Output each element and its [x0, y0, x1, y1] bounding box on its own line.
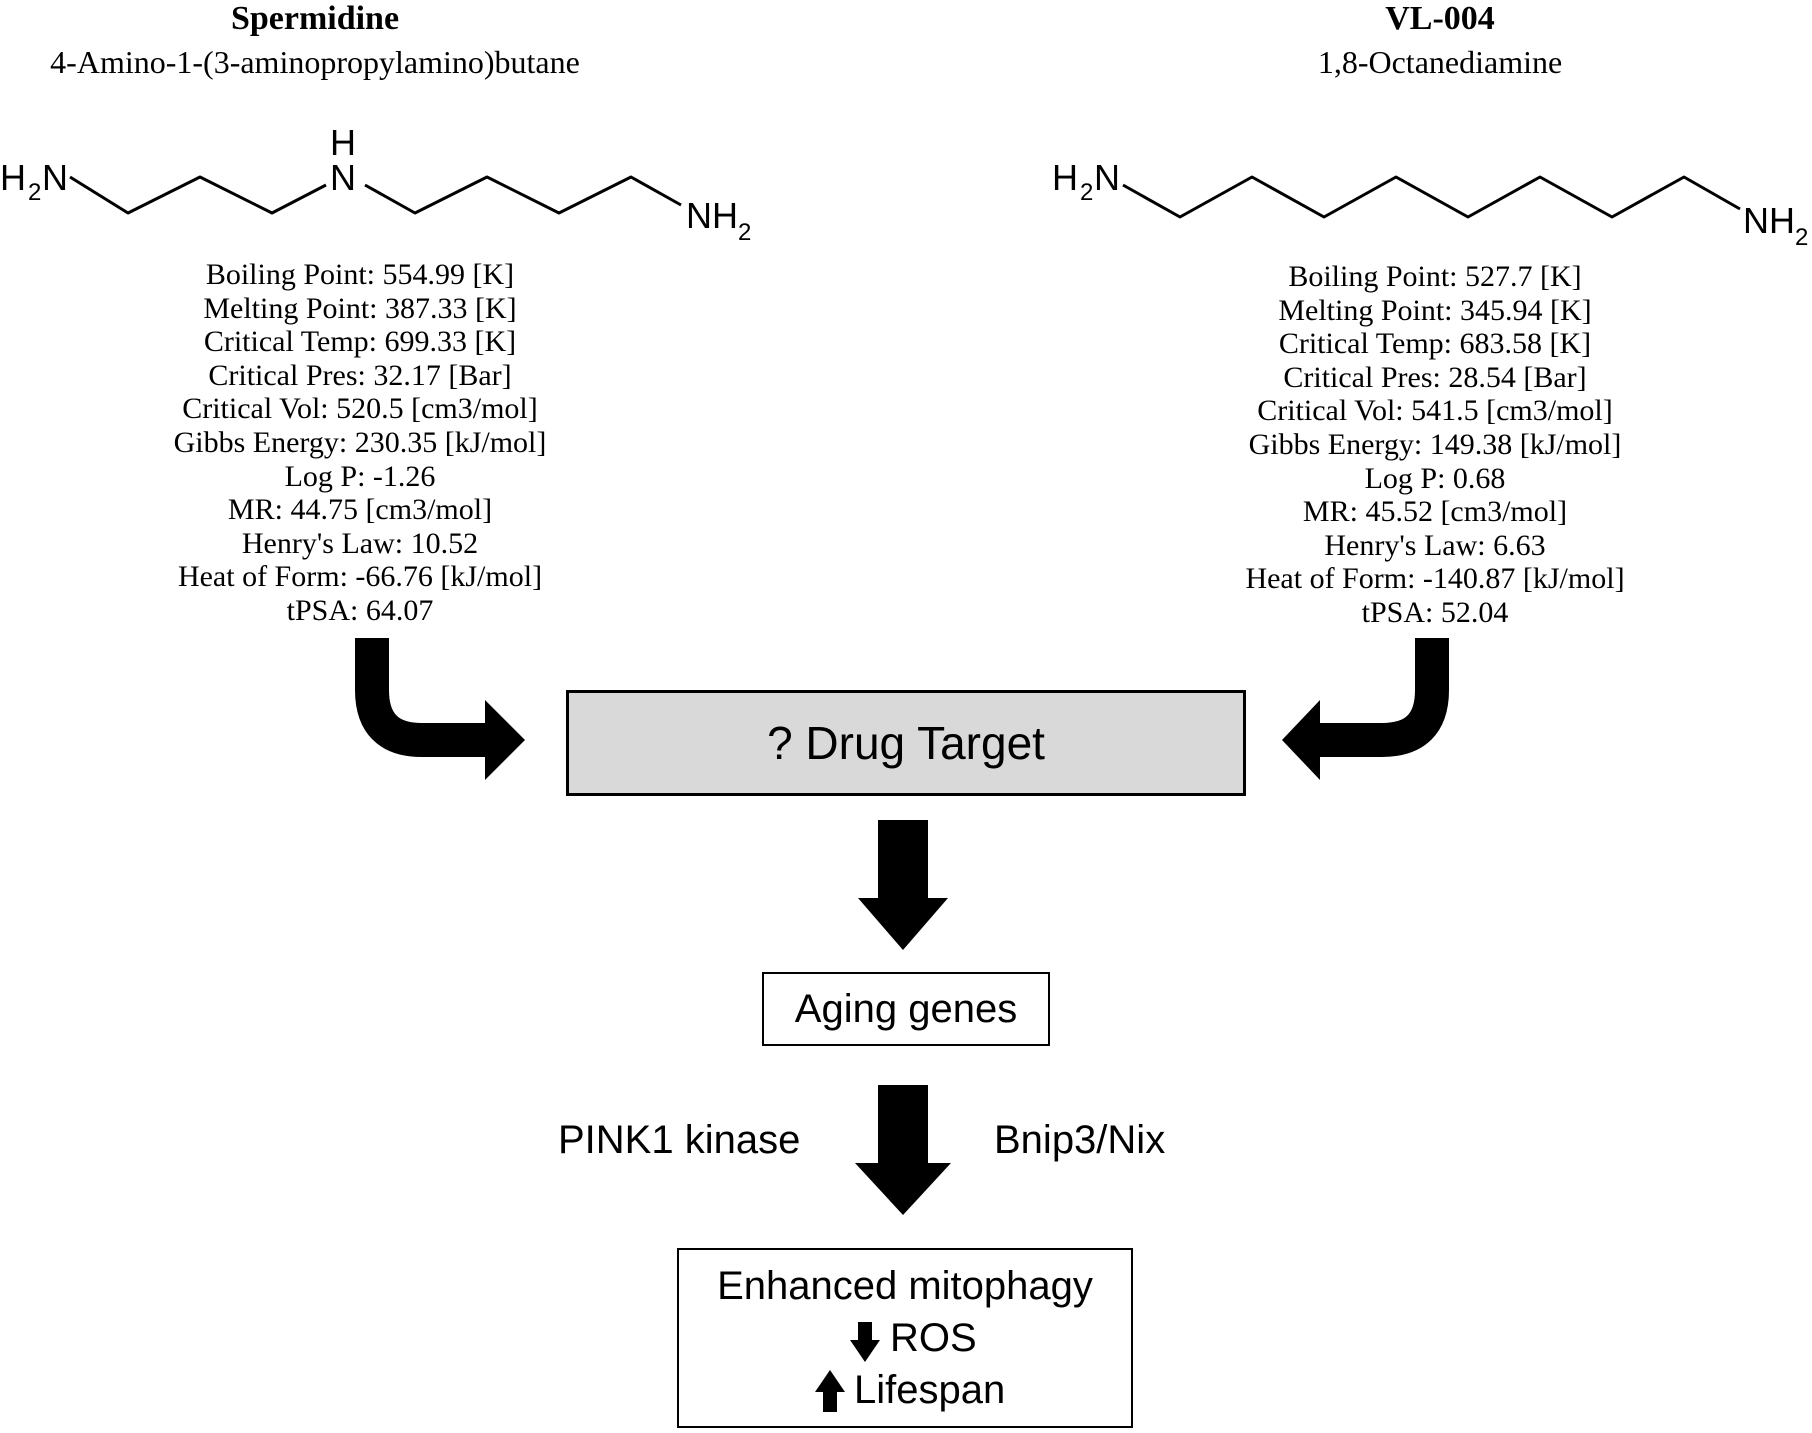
- spermidine-properties: Boiling Point: 554.99 [K] Melting Point:…: [130, 258, 590, 628]
- vl004-nh2: NH: [1743, 200, 1795, 241]
- property-line: Log P: 0.68: [1364, 461, 1506, 495]
- property-line: Critical Vol: 541.5 [cm3/mol]: [1257, 394, 1613, 428]
- property-line: Critical Pres: 32.17 [Bar]: [208, 358, 512, 392]
- spermidine-nh2: NH: [686, 195, 738, 236]
- left-curved-arrow: [355, 638, 525, 780]
- drug-target-box: ? Drug Target: [566, 690, 1246, 796]
- property-line: tPSA: 52.04: [1361, 595, 1509, 629]
- aging-genes-label: Aging genes: [794, 986, 1018, 1031]
- property-line: MR: 44.75 [cm3/mol]: [227, 493, 493, 527]
- property-line: Henry's Law: 10.52: [241, 526, 479, 560]
- property-line: Critical Temp: 699.33 [K]: [203, 325, 517, 359]
- spermidine-h2n-h: H: [0, 157, 26, 198]
- down-arrow-1: [858, 820, 948, 950]
- property-line: Heat of Form: -66.76 [kJ/mol]: [177, 560, 543, 594]
- spermidine-h2n-n: N: [42, 157, 68, 198]
- spermidine-title: Spermidine: [230, 0, 400, 37]
- outcome-box: Enhanced mitophagy ROS Lifespan: [677, 1248, 1133, 1428]
- spermidine-h2n-sub: 2: [28, 179, 41, 206]
- spermidine-iupac-name: 4-Amino-1-(3-aminopropylamino)butane: [50, 44, 580, 80]
- up-arrow-small-icon: [815, 1370, 845, 1412]
- property-line: Log P: -1.26: [284, 459, 436, 493]
- property-line: Critical Vol: 520.5 [cm3/mol]: [182, 392, 538, 426]
- property-line: Critical Pres: 28.54 [Bar]: [1283, 360, 1587, 394]
- vl004-h2n-n: N: [1094, 157, 1120, 198]
- property-line: Melting Point: 387.33 [K]: [203, 291, 517, 325]
- vl004-h2n-h: H: [1052, 157, 1078, 198]
- vl004-h2n-sub: 2: [1080, 179, 1093, 206]
- vl004-properties: Boiling Point: 527.7 [K] Melting Point: …: [1200, 260, 1670, 630]
- property-line: MR: 45.52 [cm3/mol]: [1302, 495, 1568, 529]
- property-line: Boiling Point: 527.7 [K]: [1288, 260, 1582, 293]
- aging-genes-box: Aging genes: [762, 972, 1050, 1046]
- spermidine-nh-h: H: [330, 122, 356, 163]
- spermidine-nh2-sub: 2: [738, 219, 751, 246]
- drug-target-label: ? Drug Target: [767, 717, 1045, 769]
- vl004-title: VL-004: [1385, 0, 1495, 37]
- property-line: Heat of Form: -140.87 [kJ/mol]: [1245, 562, 1625, 596]
- ros-label: ROS: [890, 1316, 977, 1360]
- bnip3-nix-label: Bnip3/Nix: [994, 1118, 1166, 1162]
- vl004-iupac-name: 1,8-Octanediamine: [1317, 44, 1563, 80]
- vl004-nh2-sub: 2: [1795, 224, 1808, 251]
- right-curved-arrow: [1282, 638, 1449, 780]
- down-arrow-2: [855, 1085, 951, 1215]
- property-line: Gibbs Energy: 230.35 [kJ/mol]: [173, 425, 547, 459]
- spermidine-atom-labels: H 2 N H N NH 2: [0, 122, 751, 246]
- spermidine-nh-n: N: [330, 157, 356, 198]
- property-line: Melting Point: 345.94 [K]: [1278, 293, 1592, 327]
- spermidine-structure: [69, 175, 682, 215]
- pink1-kinase-label: PINK1 kinase: [558, 1118, 801, 1162]
- vl004-structure: [1122, 175, 1741, 219]
- lifespan-label: Lifespan: [854, 1368, 1006, 1412]
- vl004-atom-labels: H 2 N NH 2: [1052, 157, 1808, 251]
- enhanced-mitophagy-label: Enhanced mitophagy: [717, 1264, 1093, 1308]
- property-line: Gibbs Energy: 149.38 [kJ/mol]: [1248, 427, 1622, 461]
- down-arrow-small-icon: [850, 1322, 880, 1362]
- property-line: Henry's Law: 6.63: [1324, 528, 1546, 562]
- property-line: tPSA: 64.07: [286, 593, 434, 627]
- property-line: Critical Temp: 683.58 [K]: [1278, 327, 1592, 361]
- property-line: Boiling Point: 554.99 [K]: [205, 258, 515, 291]
